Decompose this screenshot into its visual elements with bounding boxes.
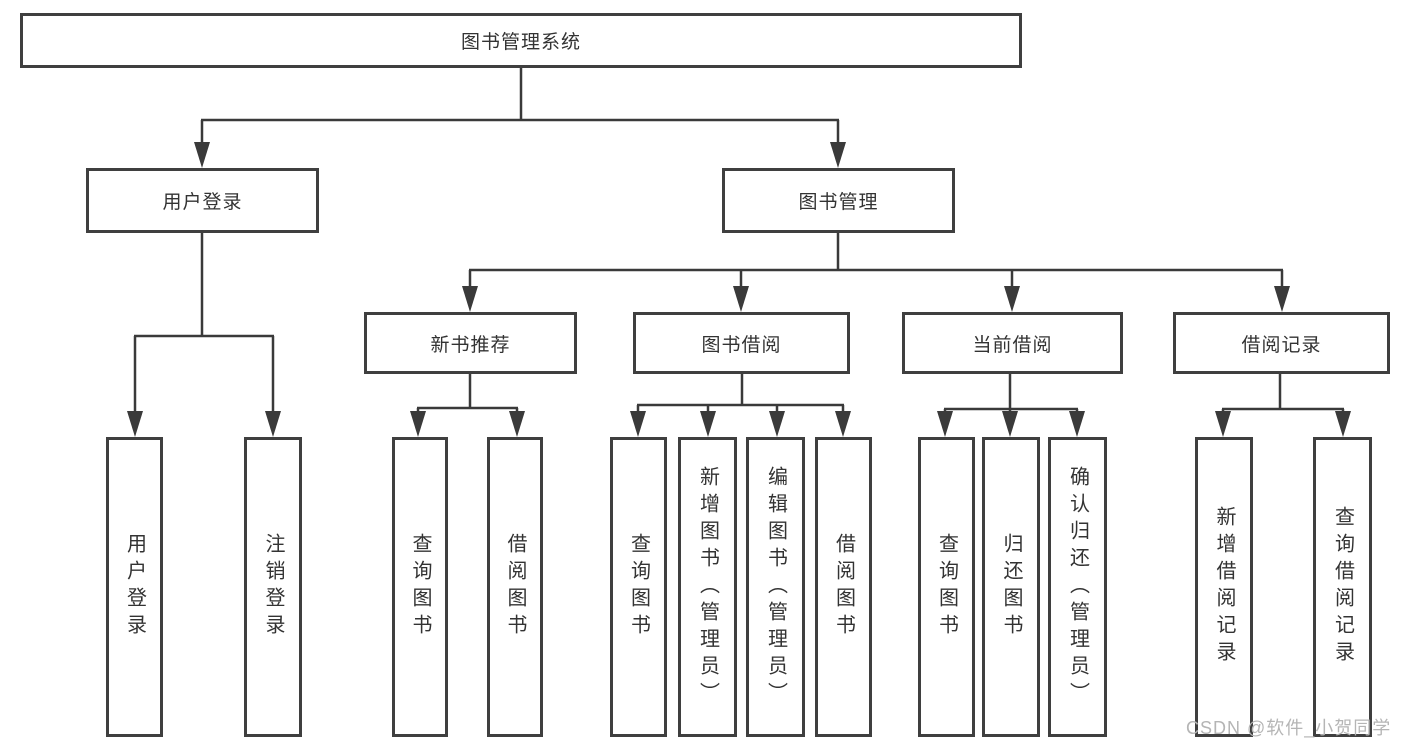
- node-label: 图书借阅: [701, 334, 782, 356]
- node-root-label: 图书管理系统: [460, 32, 581, 53]
- node-borrowing-records: 借阅记录: [1173, 312, 1390, 374]
- node-label: 查询图书: [935, 533, 958, 641]
- node-borrow-borrow-books: 借阅图书: [815, 437, 872, 737]
- node-label: 新书推荐: [430, 334, 511, 356]
- node-label: 用户登录: [123, 533, 146, 641]
- node-records-add-record: 新增借阅记录: [1195, 437, 1253, 737]
- node-book-management: 图书管理: [722, 168, 955, 233]
- node-label: 新增借阅记录: [1213, 506, 1235, 668]
- node-label: 编辑图书（管理员）: [764, 465, 787, 709]
- node-label: 注销登录: [262, 533, 284, 641]
- node-current-query-books: 查询图书: [918, 437, 975, 737]
- node-user-login-action: 用户登录: [106, 437, 163, 737]
- node-borrow-edit-books-admin: 编辑图书（管理员）: [746, 437, 805, 737]
- node-borrow-query-books: 查询图书: [610, 437, 667, 737]
- node-label: 归还图书: [1000, 533, 1022, 641]
- node-label: 确认归还（管理员）: [1066, 465, 1089, 709]
- node-label: 当前借阅: [972, 334, 1053, 356]
- node-current-borrowing: 当前借阅: [902, 312, 1123, 374]
- node-new-book-recommendation: 新书推荐: [364, 312, 577, 374]
- node-label: 新增图书（管理员）: [696, 465, 719, 709]
- node-label: 查询借阅记录: [1331, 506, 1354, 668]
- node-borrow-add-books-admin: 新增图书（管理员）: [678, 437, 737, 737]
- csdn-watermark: CSDN @软件_小贺同学: [1186, 718, 1392, 738]
- node-user-login-label: 用户登录: [162, 192, 243, 213]
- node-root: 图书管理系统: [20, 13, 1022, 68]
- node-label: 借阅图书: [504, 533, 526, 641]
- node-records-query-record: 查询借阅记录: [1313, 437, 1372, 737]
- node-label: 借阅记录: [1241, 334, 1322, 356]
- node-label: 查询图书: [409, 533, 431, 641]
- node-newbooks-query-books: 查询图书: [392, 437, 448, 737]
- node-current-confirm-return-admin: 确认归还（管理员）: [1048, 437, 1107, 737]
- node-label: 借阅图书: [832, 533, 855, 641]
- node-logout: 注销登录: [244, 437, 302, 737]
- node-current-return-books: 归还图书: [982, 437, 1040, 737]
- node-book-management-label: 图书管理: [798, 192, 879, 213]
- node-newbooks-borrow-books: 借阅图书: [487, 437, 543, 737]
- node-book-borrowing: 图书借阅: [633, 312, 850, 374]
- node-user-login: 用户登录: [86, 168, 319, 233]
- node-label: 查询图书: [627, 533, 650, 641]
